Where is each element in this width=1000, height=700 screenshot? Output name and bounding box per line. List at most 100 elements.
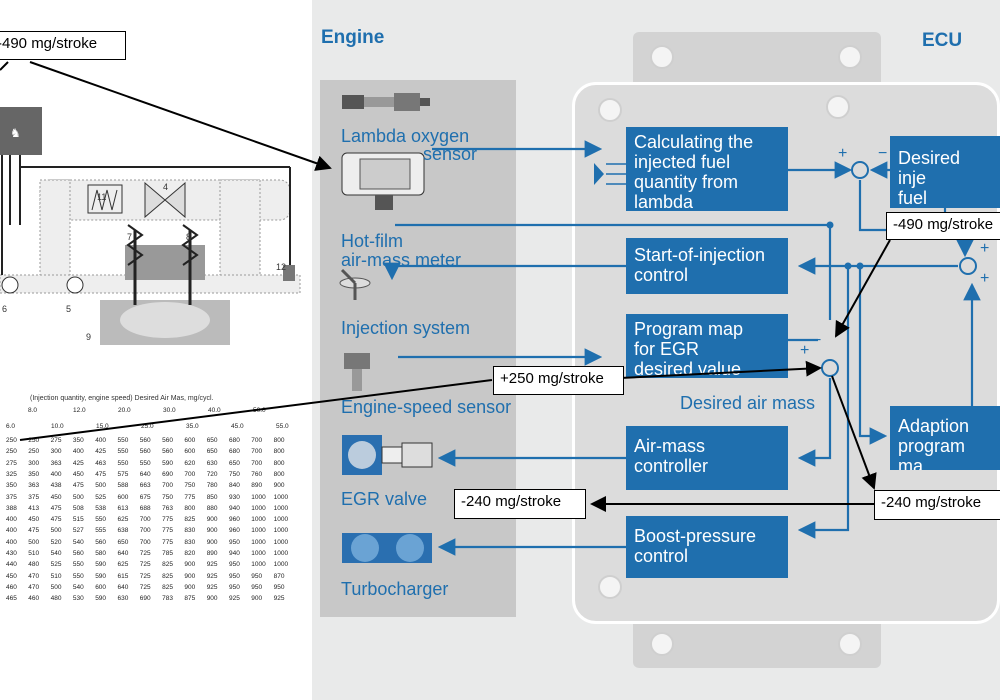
injection-system-label: Injection system — [341, 318, 471, 338]
map-cell: 960 — [229, 527, 240, 535]
control-wires — [1, 155, 291, 275]
air-mass-controller-box: Air-mass controller — [626, 426, 788, 490]
map-cell: 680 — [229, 448, 240, 456]
map-cell: 480 — [28, 561, 40, 569]
map-cell: 630 — [206, 459, 218, 467]
lambda-sensor-icon — [342, 93, 430, 111]
map-cell: 1000 — [251, 516, 266, 524]
map-cell: 800 — [184, 504, 196, 512]
desired-fuel-quantity-box: Desired inje fuel quantity — [890, 136, 1000, 208]
map-cell: 590 — [95, 572, 107, 580]
map-cell: 463 — [95, 459, 107, 467]
sign-plus: + — [980, 270, 990, 287]
box-line: program ma — [898, 436, 966, 470]
map-cell: 450 — [28, 516, 40, 524]
map-cell: 725 — [139, 550, 151, 557]
map-cell: 925 — [229, 595, 240, 603]
map-cell: 870 — [273, 572, 285, 580]
air-mass-meter-label: air-mass meter — [341, 250, 462, 270]
map-cell: 500 — [95, 482, 107, 490]
air-mass-meter-icon — [341, 152, 425, 210]
map-cell: 550 — [72, 572, 84, 580]
callout-bottom-right: -240 mg/stroke — [874, 490, 1000, 520]
lambda-sensor-label: Lambda oxygen — [341, 126, 470, 146]
map-cell: 783 — [162, 595, 173, 603]
map-cell: 413 — [28, 504, 40, 512]
part-number: 6 — [2, 304, 8, 314]
box-line: Adaption — [898, 416, 970, 436]
map-cell: 925 — [273, 595, 285, 603]
map-cell: 590 — [95, 561, 107, 569]
map-cell: 925 — [206, 583, 218, 591]
desired-air-mass-label: Desired air mass — [680, 393, 816, 413]
map-cell: 525 — [50, 561, 62, 569]
engine-speed-sensor-label: Engine-speed sensor — [341, 397, 512, 417]
map-cell: 500 — [28, 538, 40, 546]
map-cell: 625 — [117, 516, 129, 524]
map-cell: 600 — [184, 437, 196, 444]
map-cell: 825 — [162, 572, 173, 580]
map-header-cell: 20.0 — [118, 407, 131, 414]
map-cell: 720 — [206, 470, 218, 478]
map-cell: 630 — [117, 595, 129, 603]
box-line: Calculating the — [634, 132, 754, 152]
map-cell: 363 — [28, 482, 40, 490]
injector-icon — [339, 268, 371, 300]
connector-arrow-icon — [594, 163, 604, 185]
map-cell: 1000 — [251, 538, 266, 546]
map-cell: 525 — [95, 493, 107, 501]
callout-text: -490 mg/stroke — [893, 216, 994, 233]
map-cell: 900 — [184, 572, 196, 580]
map-cell: 550 — [72, 561, 84, 569]
map-cell: 830 — [184, 527, 196, 535]
map-cell: 785 — [162, 550, 173, 557]
sign-plus: + — [800, 342, 810, 359]
map-cell: 350 — [72, 437, 84, 444]
map-cell: 663 — [139, 482, 151, 490]
adaption-input-line — [858, 266, 888, 445]
callout-text: +250 mg/stroke — [500, 370, 604, 387]
egr-valve-component-icon — [342, 435, 433, 475]
map-cell: 550 — [117, 437, 129, 444]
ecu-mount-hole — [650, 45, 674, 69]
map-cell: 1000 — [251, 493, 266, 501]
map-cell: 250 — [6, 437, 17, 444]
map-cell: 400 — [6, 516, 17, 524]
map-cell: 550 — [95, 516, 107, 524]
map-header-cell: 55.0 — [276, 423, 289, 430]
part-number: 9 — [86, 332, 92, 342]
map-cell: 900 — [206, 516, 218, 524]
map-cell: 820 — [184, 550, 196, 557]
boost-pressure-control-box: Boost-pressure control — [626, 516, 788, 578]
map-header-cell: 40.0 — [208, 407, 221, 414]
map-cell: 438 — [50, 482, 62, 490]
map-cell: 1000 — [251, 504, 266, 512]
pressure-sensor-icon — [283, 265, 295, 281]
map-cell: 275 — [50, 437, 62, 444]
map-cell: 250 — [28, 437, 40, 444]
map-cell: 900 — [251, 595, 263, 603]
speed-sensor-icon — [344, 353, 370, 391]
ecu-mount-hole — [650, 632, 674, 656]
map-cell: 560 — [162, 448, 173, 456]
turbocharger-label: Turbocharger — [341, 579, 449, 599]
ecu-heading: ECU — [922, 30, 963, 51]
map-cell: 538 — [95, 504, 107, 512]
map-cell: 725 — [139, 561, 151, 569]
map-cell: 800 — [273, 470, 285, 478]
box-line: fuel quantity — [898, 188, 928, 208]
map-cell: 560 — [139, 437, 151, 444]
map-cell: 675 — [139, 493, 151, 501]
map-cell: 350 — [6, 482, 17, 490]
map-cell: 688 — [139, 504, 151, 512]
junction-dot — [826, 221, 834, 229]
map-cell: 775 — [162, 538, 173, 546]
map-cell: 640 — [117, 550, 129, 557]
map-header-cell: 12.0 — [73, 407, 86, 414]
map-cell: 875 — [184, 595, 196, 603]
map-cell: 950 — [251, 583, 263, 591]
map-cell: 425 — [72, 459, 84, 467]
map-cell: 750 — [229, 470, 240, 478]
